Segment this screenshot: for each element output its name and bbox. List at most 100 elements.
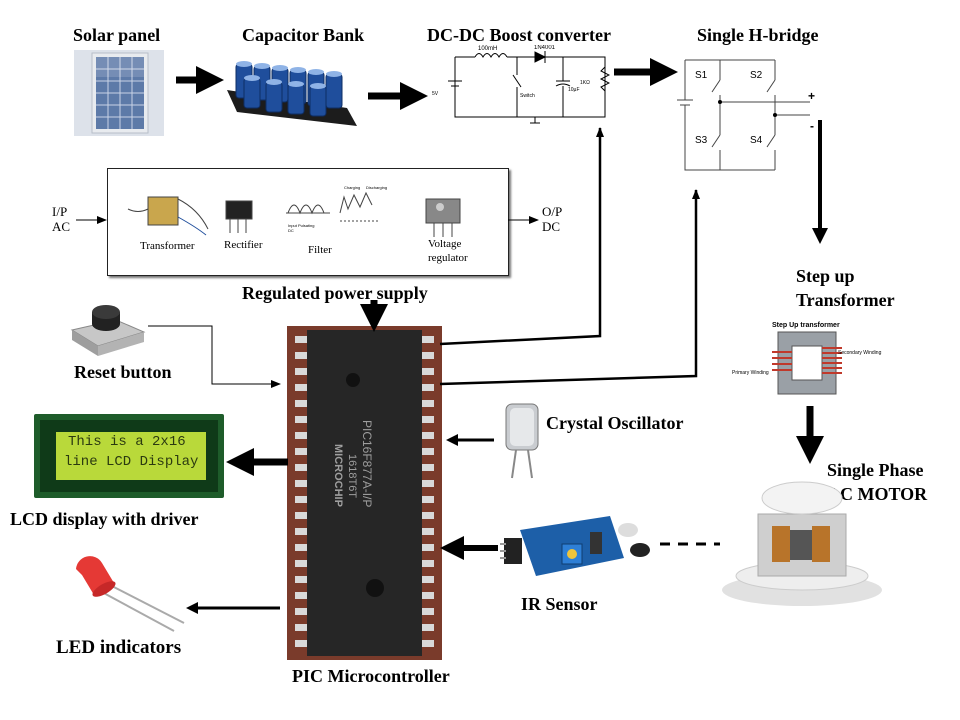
resistor-value: 1KΩ (580, 80, 590, 86)
chip-pin (420, 608, 434, 615)
chip-pin (420, 624, 434, 631)
chip-pin (420, 496, 434, 503)
chip-pin (295, 432, 309, 439)
ir-sensor-image (500, 510, 660, 590)
output-minus: - (810, 119, 814, 133)
diode-part: 1N4001 (534, 45, 556, 51)
rps-rectifier: Rectifier (224, 239, 263, 251)
reset-button-label: Reset button (74, 362, 172, 382)
rps-input-2: AC (52, 219, 71, 234)
rps-regulator-2: regulator (428, 252, 468, 264)
capacitor-bank-label: Capacitor Bank (242, 25, 365, 45)
chip-pin (295, 400, 309, 407)
chip-pin (420, 400, 434, 407)
stepup-secondary: Secondary Winding (838, 350, 882, 356)
chip-pin (295, 464, 309, 471)
lcd-line-2: line LCD Display (64, 454, 199, 470)
chip-pin (295, 480, 309, 487)
led-indicator-image (66, 555, 196, 635)
stepup-primary: Primary Winding (732, 370, 769, 376)
source-voltage: 5V (432, 91, 439, 97)
chip-pin (420, 512, 434, 519)
switch-s3: S3 (695, 135, 708, 146)
switch-s1: S1 (695, 70, 708, 81)
chip-pin (295, 592, 309, 599)
chip-pin (420, 368, 434, 375)
rps-discharging: Discharging (366, 185, 387, 190)
led-indicators-label: LED indicators (56, 637, 182, 658)
chip-pin (295, 384, 309, 391)
chip-pin (295, 512, 309, 519)
chip-brand: MICROCHIP (332, 444, 344, 507)
chip-pin (295, 336, 309, 343)
rps-filter: Filter (308, 244, 332, 256)
motor-label-2: AC MOTOR (827, 484, 928, 504)
pic-microcontroller-chip: PIC16F877A-I/P 1618T6T MICROCHIP (287, 326, 442, 660)
capacitor-value: 10µF (568, 87, 580, 93)
output-plus: + (808, 89, 815, 103)
chip-pin (295, 352, 309, 359)
chip-pin (420, 640, 434, 647)
rps-charging: Charging (344, 185, 360, 190)
regulated-power-supply-label: Regulated power supply (242, 283, 428, 303)
chip-pin (420, 432, 434, 439)
chip-pin (420, 448, 434, 455)
rps-pulsating-2: DC (288, 228, 294, 233)
rps-transformer: Transformer (140, 240, 195, 252)
chip-pin (420, 576, 434, 583)
pic-microcontroller-label: PIC Microcontroller (292, 666, 450, 686)
solar-panel-label: Solar panel (73, 25, 161, 45)
chip-pin (295, 528, 309, 535)
rps-output-2: DC (542, 219, 561, 234)
lcd-display-image: This is a 2x16 line LCD Display (34, 414, 224, 498)
regulated-power-supply-box: Transformer Rectifier Filter Voltage reg… (107, 168, 509, 276)
chip-pin (420, 528, 434, 535)
chip-pin (420, 464, 434, 471)
h-bridge-label: Single H-bridge (697, 25, 819, 45)
crystal-oscillator-label: Crystal Oscillator (546, 413, 684, 433)
h-bridge-schematic: S1 S2 S3 S4 + - (665, 50, 835, 180)
reset-button-image (68, 300, 148, 360)
chip-pin (420, 592, 434, 599)
rps-input-1: I/P (52, 204, 68, 219)
chip-part-number: PIC16F877A-I/P (360, 420, 374, 507)
crystal-oscillator-image (500, 400, 544, 480)
rps-regulator-1: Voltage (428, 238, 462, 250)
switch-s4: S4 (750, 135, 763, 146)
ac-motor-image (718, 478, 886, 608)
chip-pin (420, 480, 434, 487)
capacitor-bank-image (222, 50, 362, 130)
lcd-line-1: This is a 2x16 (68, 434, 186, 450)
step-up-transformer-label-2: Transformer (796, 290, 895, 310)
chip-pin (420, 544, 434, 551)
chip-pin (295, 608, 309, 615)
step-up-transformer-image: Step Up transformer Primary Winding Seco… (732, 316, 882, 404)
motor-label-1: Single Phase (827, 460, 924, 480)
chip-lot: 1618T6T (346, 454, 358, 498)
lcd-display-label: LCD display with driver (10, 509, 199, 529)
solar-panel-image (74, 50, 164, 136)
chip-pin (295, 576, 309, 583)
rps-pulsating-1: Input Pulsating (288, 223, 314, 228)
chip-pin (295, 448, 309, 455)
chip-pin (295, 624, 309, 631)
chip-pin (295, 496, 309, 503)
chip-pin (295, 368, 309, 375)
switch-text: Switch (520, 93, 535, 99)
rps-output-1: O/P (542, 204, 563, 219)
stepup-title: Step Up transformer (772, 322, 840, 329)
ir-sensor-label: IR Sensor (521, 594, 598, 614)
chip-pin (295, 544, 309, 551)
chip-pin (295, 640, 309, 647)
step-up-transformer-label-1: Step up (796, 266, 855, 286)
chip-pin (420, 336, 434, 343)
chip-pin (420, 560, 434, 567)
chip-pin (295, 560, 309, 567)
boost-converter-schematic: 100mH 1N4001 Switch 10µF 1KΩ 5V (430, 45, 611, 130)
chip-pin (420, 416, 434, 423)
boost-converter-label: DC-DC Boost converter (427, 25, 611, 45)
chip-pin (420, 384, 434, 391)
chip-pin (420, 352, 434, 359)
switch-s2: S2 (750, 70, 763, 81)
inductor-value: 100mH (478, 46, 497, 52)
